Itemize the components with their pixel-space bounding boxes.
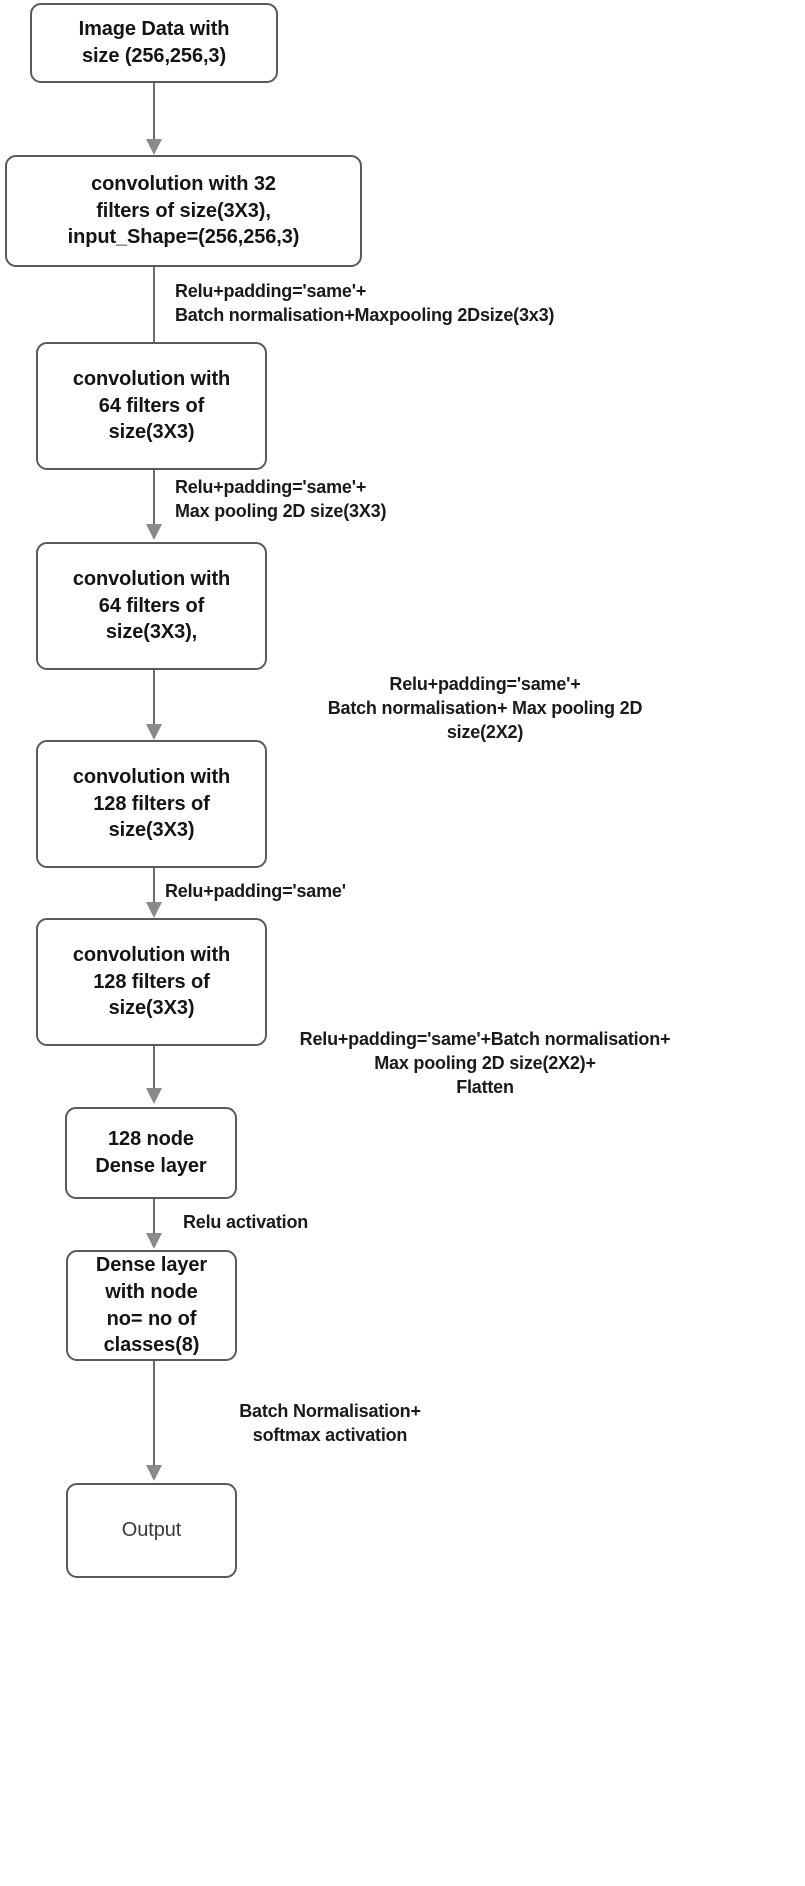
node-dense128[interactable]: 128 node Dense layer [65,1107,237,1199]
arrowhead-icon [146,1233,162,1249]
node-conv128a-label: convolution with 128 filters of size(3X3… [72,766,231,842]
node-output-label: Output [121,1519,182,1542]
node-conv128b[interactable]: convolution with 128 filters of size(3X3… [36,918,267,1046]
edge-label-dense128-to-denseout: Relu activation [183,1212,309,1232]
node-conv32[interactable]: convolution with 32 filters of size(3X3)… [5,155,362,267]
edge-label-conv32-to-conv64a: Relu+padding='same'+ Batch normalisation… [175,281,555,325]
node-conv32-label: convolution with 32 filters of size(3X3)… [67,173,300,249]
edge-line [153,1361,155,1469]
edge-line [153,868,155,906]
edge-line [153,83,155,143]
arrowhead-icon [146,902,162,918]
edge-conv128a-to-conv128b [146,868,162,920]
node-input[interactable]: Image Data with size (256,256,3) [30,3,278,83]
node-output[interactable]: Output [66,1483,237,1578]
node-input-label: Image Data with size (256,256,3) [78,18,230,67]
edge-line [153,470,155,528]
arrowhead-icon [146,524,162,540]
node-conv64a-label: convolution with 64 filters of size(3X3) [72,368,231,444]
edge-label-conv64b-to-conv128a: Relu+padding='same'+ Batch normalisation… [327,674,643,742]
edge-line [153,267,155,395]
edge-conv64a-to-conv64b [146,470,162,542]
edge-label-denseout-to-output: Batch Normalisation+ softmax activation [239,1401,421,1445]
edge-label-conv128b-to-dense128: Relu+padding='same'+Batch normalisation+… [299,1029,671,1097]
node-denseout[interactable]: Dense layer with node no= no of classes(… [66,1250,237,1361]
node-conv128b-label: convolution with 128 filters of size(3X3… [72,944,231,1020]
edge-dense128-to-denseout [146,1199,162,1251]
node-conv64b[interactable]: convolution with 64 filters of size(3X3)… [36,542,267,670]
node-conv64a[interactable]: convolution with 64 filters of size(3X3) [36,342,267,470]
edge-denseout-to-output [146,1361,162,1483]
edge-line [153,1199,155,1237]
edge-input-to-conv32 [146,83,162,155]
edge-line [153,1046,155,1092]
node-dense128-label: 128 node Dense layer [95,1128,207,1177]
edge-label-conv64a-to-conv64b: Relu+padding='same'+ Max pooling 2D size… [175,477,387,521]
edge-label-conv128a-to-conv128b: Relu+padding='same' [165,881,346,901]
node-conv128a[interactable]: convolution with 128 filters of size(3X3… [36,740,267,868]
edge-line [153,670,155,728]
node-conv64b-label: convolution with 64 filters of size(3X3)… [72,568,231,644]
edge-conv64b-to-conv128a [146,670,162,742]
node-denseout-label: Dense layer with node no= no of classes(… [95,1254,208,1357]
arrowhead-icon [146,139,162,155]
arrowhead-icon [146,1465,162,1481]
edge-conv128b-to-dense128 [146,1046,162,1106]
arrowhead-icon [146,724,162,740]
arrowhead-icon [146,1088,162,1104]
